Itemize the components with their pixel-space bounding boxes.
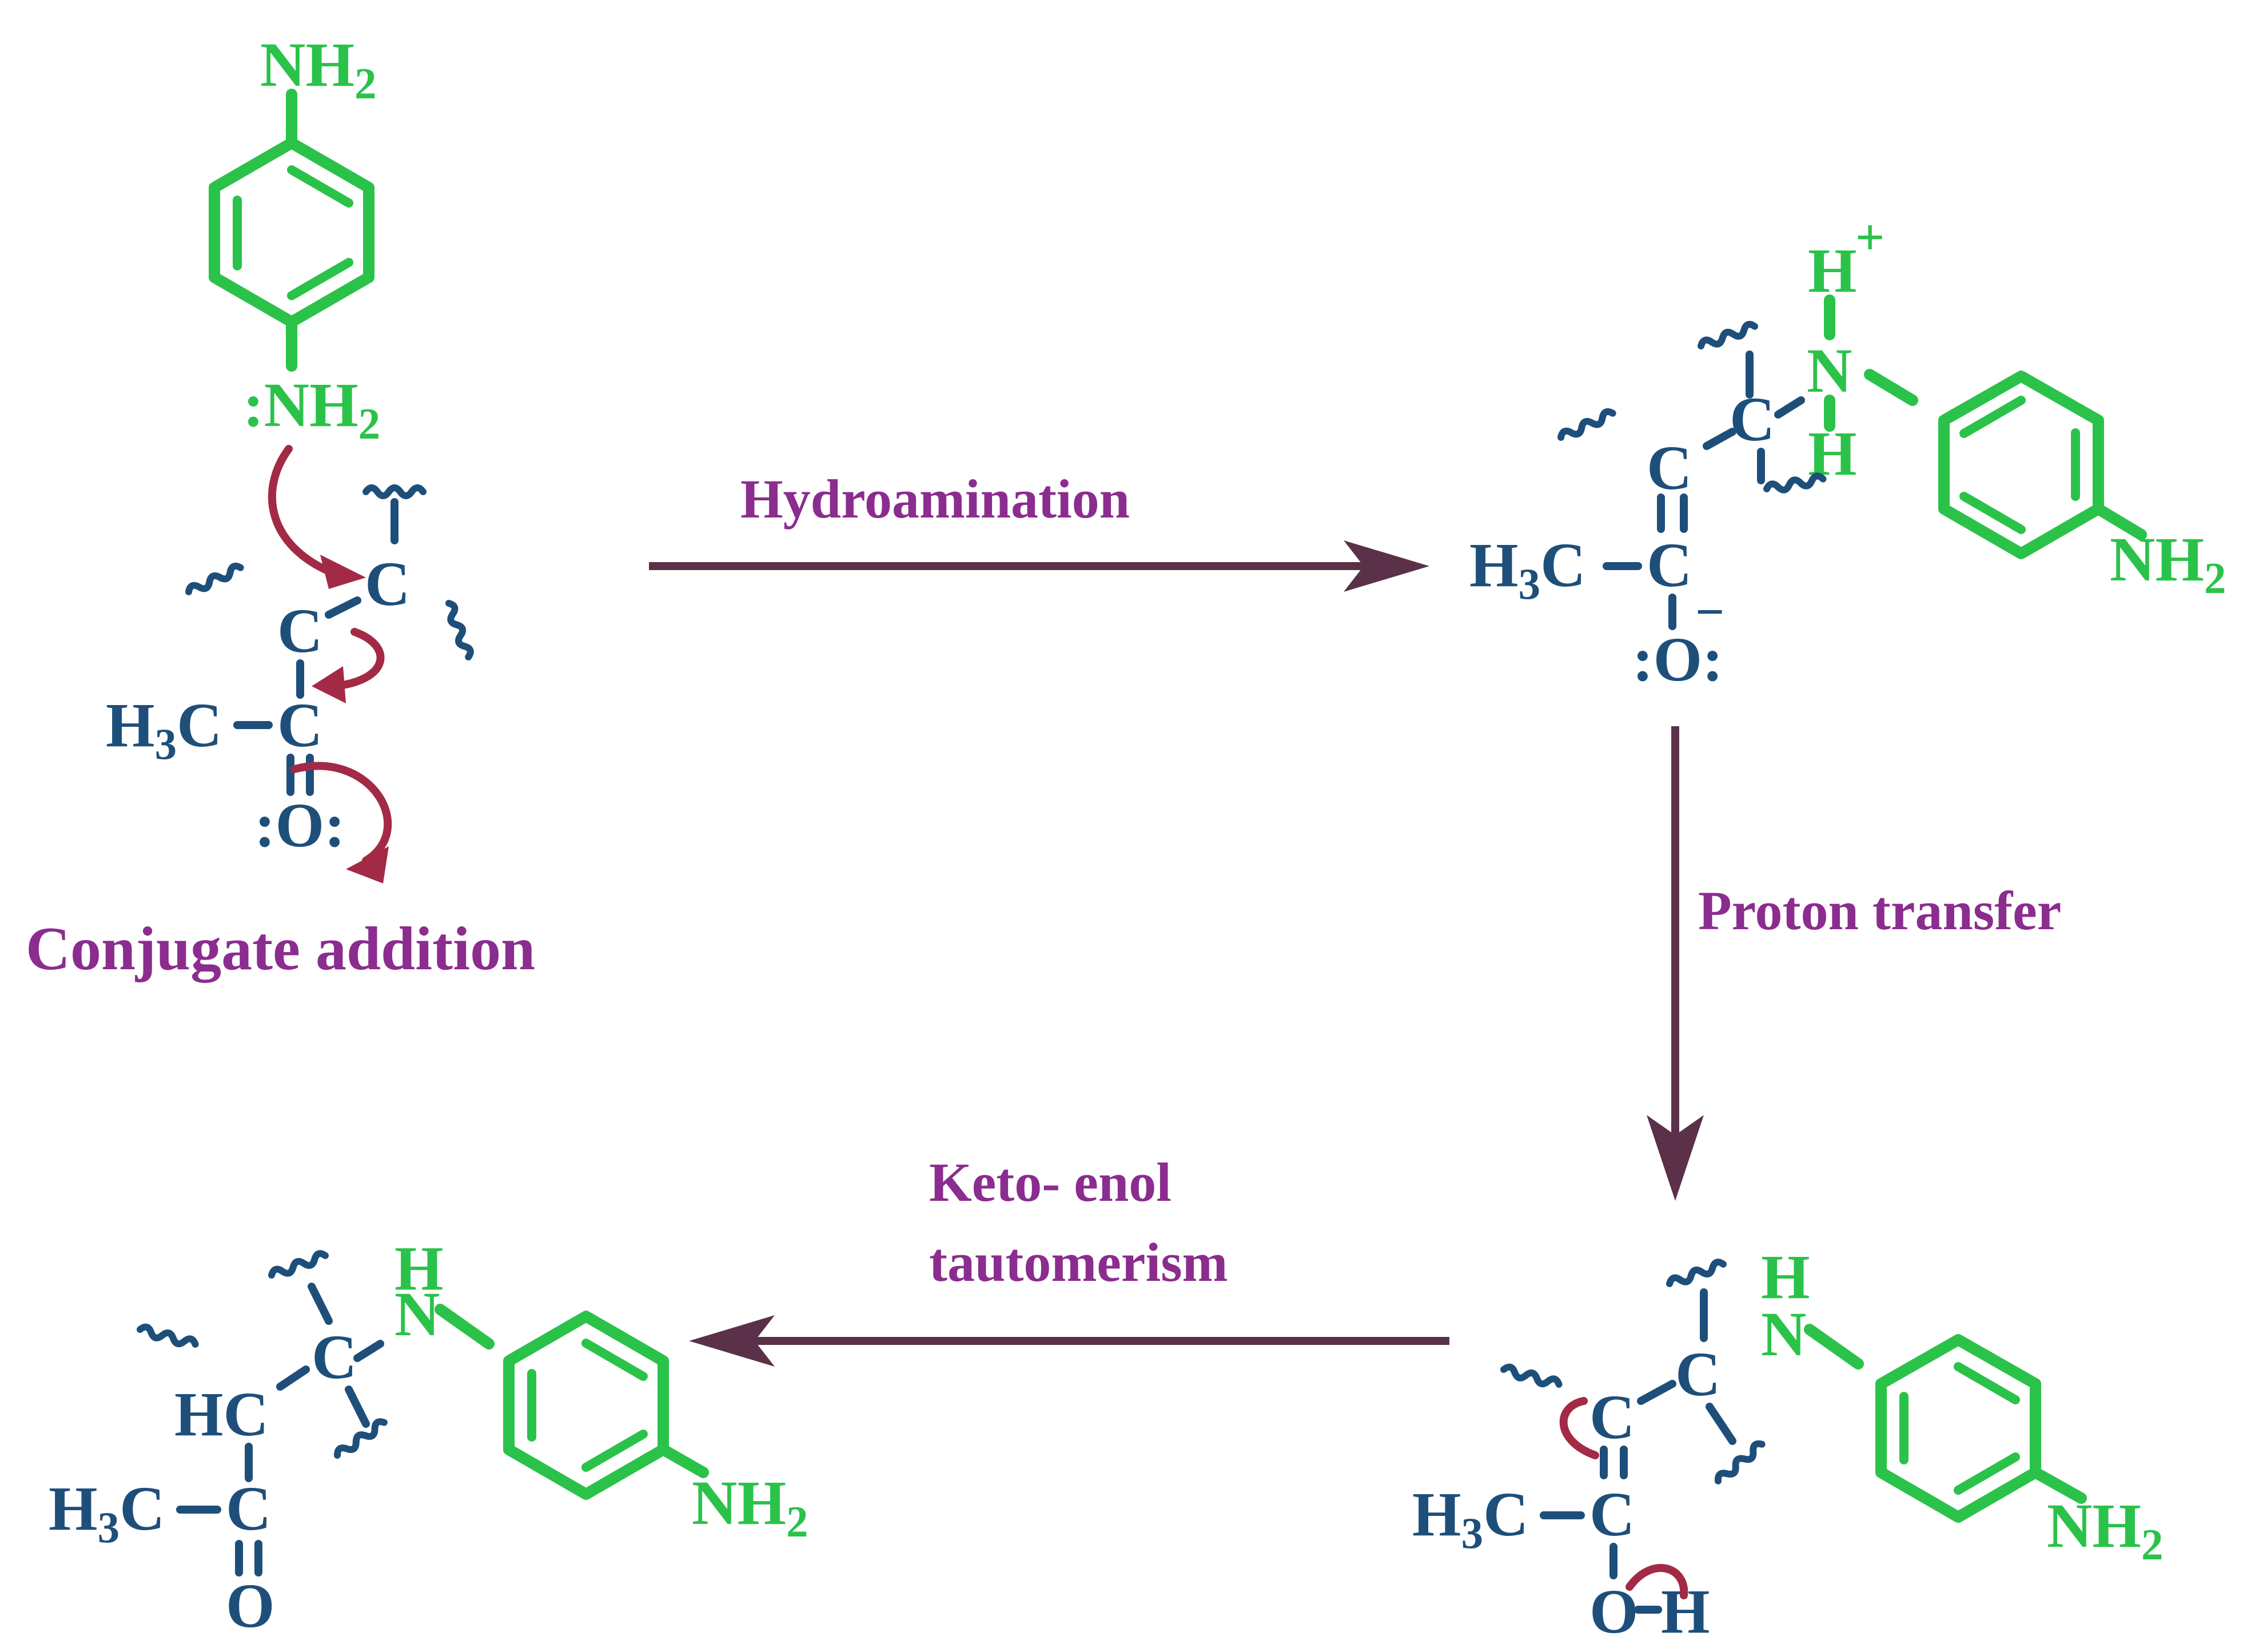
enol-alpha-carbon: C — [1589, 1382, 1635, 1452]
zwitterion-enolate-carbon: C — [1647, 530, 1692, 600]
enol-beta-carbon: C — [1675, 1339, 1720, 1409]
product-amine-h: H — [395, 1233, 444, 1303]
conjugate-addition-label: Conjugate addition — [26, 915, 535, 983]
enone-beta-carbon: C — [365, 549, 410, 619]
enol-methyl-group: H3C — [1412, 1479, 1529, 1558]
product-beta-carbon: C — [312, 1322, 357, 1392]
molecule-product: H N NH2 C HC C H3C O — [49, 1233, 808, 1641]
hydroamination-arrow — [649, 540, 1429, 592]
zwitterion-minus-charge: − — [1695, 584, 1724, 640]
zwitterion-methyl-group: H3C — [1469, 530, 1586, 608]
enol-amine-h: H — [1761, 1242, 1810, 1312]
enol-para-nh2: NH2 — [2047, 1491, 2164, 1569]
product-amine-n: N — [395, 1279, 440, 1349]
product-carbonyl-carbon: C — [226, 1474, 271, 1543]
ammonium-n: N — [1807, 336, 1852, 405]
product-alpha-ch: HC — [174, 1379, 269, 1449]
enone-oxygen: :O: — [254, 790, 345, 860]
enone-alpha-carbon: C — [277, 596, 322, 666]
keto-enol-arrow — [689, 1315, 1449, 1367]
zwitterion-alpha-carbon: C — [1647, 433, 1692, 503]
enol-carbinol-carbon: C — [1589, 1479, 1635, 1549]
keto-enol-label-line2: tautomerism — [929, 1232, 1228, 1293]
product-para-nh2: NH2 — [692, 1468, 808, 1546]
molecule-diamine-reactant: NH2 :NH2 — [209, 30, 380, 448]
enone-carbonyl-carbon: C — [277, 690, 322, 760]
proton-transfer-label: Proton transfer — [1698, 880, 2061, 941]
molecule-zwitterion: H + N H NH2 C C C H3C − :O: — [1469, 209, 2226, 694]
nucleophile-nh2-label: :NH2 — [243, 370, 380, 448]
zwitterion-oxygen: :O: — [1632, 624, 1723, 694]
molecule-enol: H N NH2 C C C H3C O H — [1412, 1242, 2164, 1646]
enone-methyl-group: H3C — [106, 690, 222, 769]
hydroamination-label: Hydroamination — [740, 468, 1130, 530]
enol-amine-n: N — [1761, 1299, 1806, 1369]
product-oxygen: O — [226, 1571, 275, 1641]
ammonium-top-h: H — [1808, 236, 1857, 305]
zwitterion-para-nh2: NH2 — [2110, 524, 2226, 603]
product-methyl-group: H3C — [49, 1474, 165, 1552]
molecule-enone-reactant: C C C H3C :O: — [106, 445, 472, 883]
proton-transfer-arrow — [1647, 726, 1704, 1201]
top-nh2-label: NH2 — [260, 30, 377, 108]
keto-enol-label-line1: Keto- enol — [929, 1152, 1172, 1213]
ammonium-plus-charge: + — [1855, 209, 1884, 266]
zwitterion-beta-carbon: C — [1730, 384, 1775, 454]
